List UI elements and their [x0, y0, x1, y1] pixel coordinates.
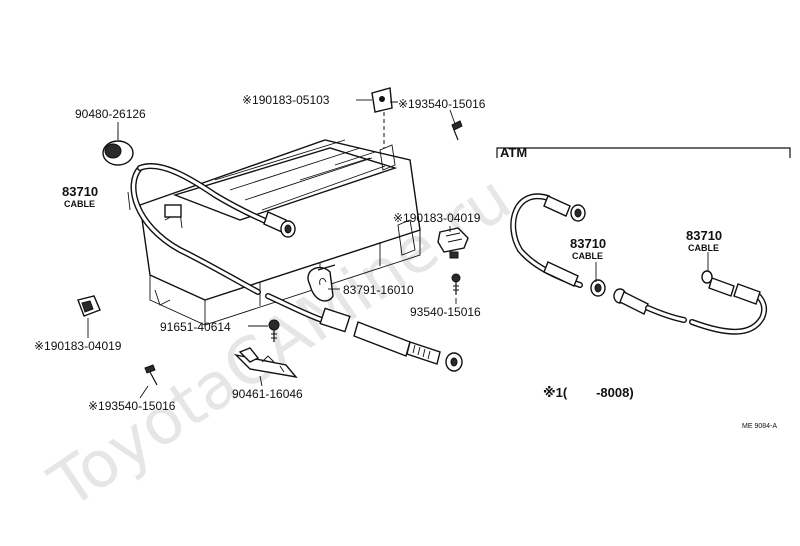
leader-lines	[87, 99, 709, 399]
atm-section	[496, 147, 791, 335]
label-190183-04019-mid: ※190183-04019	[393, 211, 481, 225]
label-193540-15016-bottom: ※193540-15016	[88, 399, 176, 413]
screw-93540	[451, 273, 461, 295]
label-note: ※1( -8008)	[543, 385, 634, 400]
bracket-190183-05103	[371, 87, 393, 148]
bracket-90461	[233, 347, 298, 379]
speedometer-cable-left	[130, 163, 463, 372]
bolt-91651	[268, 319, 280, 342]
label-190183-05103: ※190183-05103	[242, 93, 330, 107]
screw-193540-top	[451, 120, 463, 141]
clip-190183-04019-left	[77, 295, 101, 317]
screw-193540-bottom	[144, 364, 158, 386]
label-83710-right: 83710	[686, 228, 722, 243]
label-190183-04019-left: ※190183-04019	[34, 339, 122, 353]
label-91651-40614: 91651-40614	[160, 320, 231, 334]
label-90461-16046: 90461-16046	[232, 387, 303, 401]
label-83710-left: 83710	[62, 184, 98, 199]
label-90480-26126: 90480-26126	[75, 107, 146, 121]
label-atm: ATM	[500, 145, 527, 160]
label-93540-15016: 93540-15016	[410, 305, 481, 319]
label-83791-16010: 83791-16010	[343, 283, 414, 297]
label-code: ME 9084-A	[742, 423, 777, 430]
label-193540-15016-top: ※193540-15016	[398, 97, 486, 111]
clamp-83791	[307, 264, 336, 302]
label-cable-mid: CABLE	[572, 251, 603, 261]
grommet-90480	[102, 130, 134, 166]
label-cable-left: CABLE	[64, 199, 95, 209]
label-cable-right: CABLE	[688, 243, 719, 253]
clip-190183-04019-mid	[437, 227, 469, 259]
label-83710-mid: 83710	[570, 236, 606, 251]
